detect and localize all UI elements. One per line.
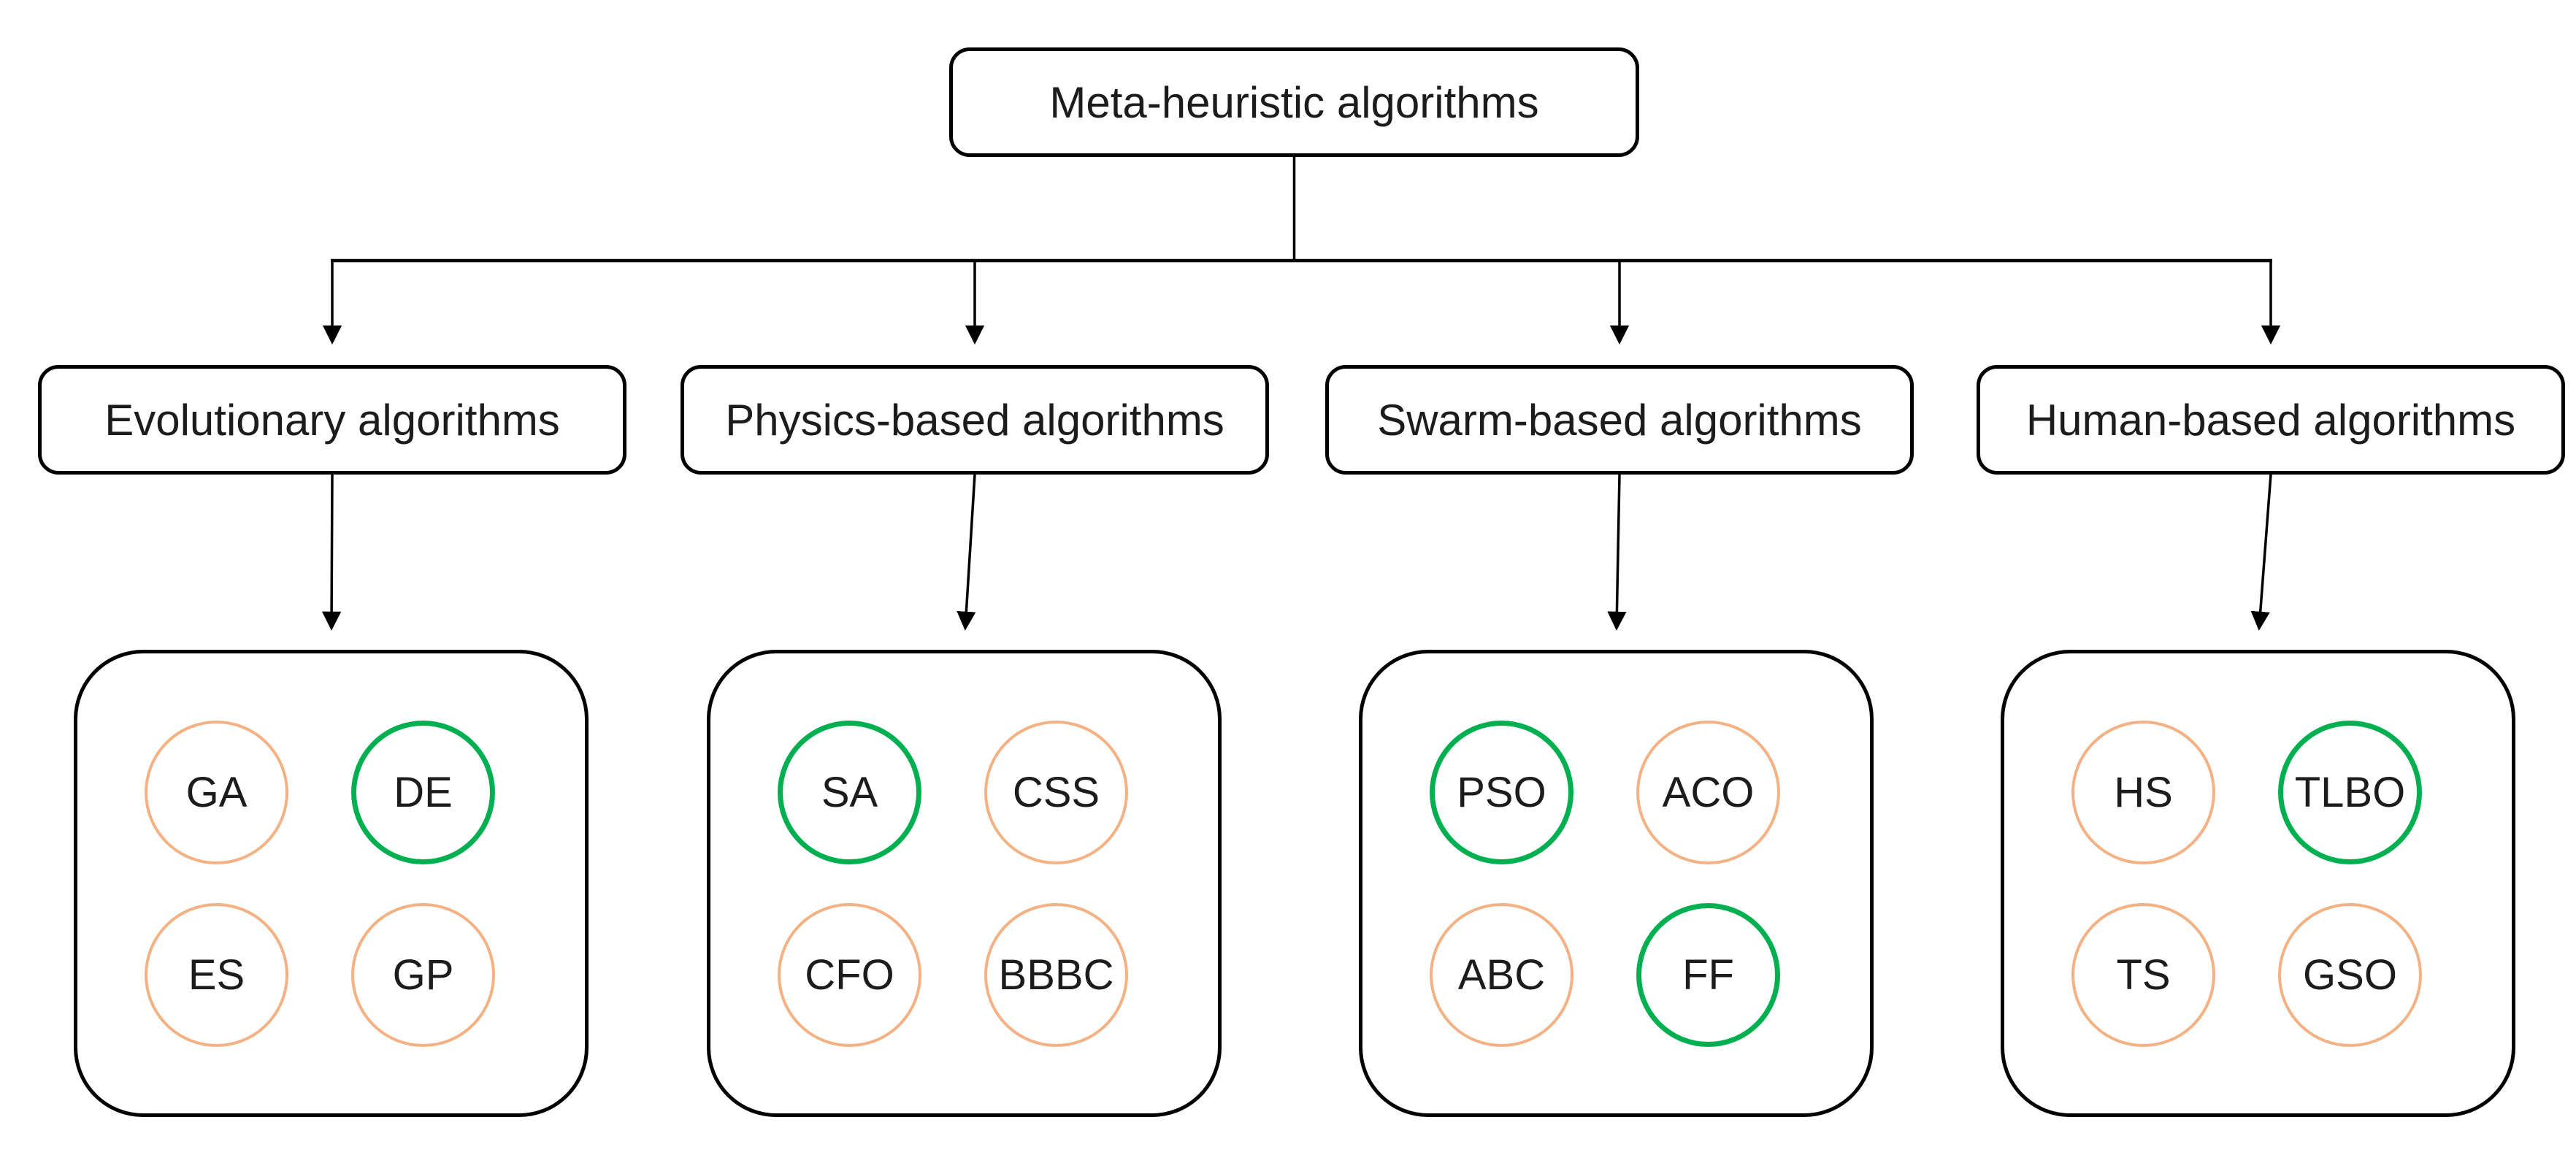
algo-circle-ga: GA xyxy=(145,721,288,864)
algo-circle-cfo: CFO xyxy=(778,903,921,1047)
algo-circle-es: ES xyxy=(145,903,288,1047)
algo-circle-bbbc: BBBC xyxy=(984,903,1128,1047)
algo-circle-hs: HS xyxy=(2071,721,2215,864)
arrow-evolutionary-to-group xyxy=(321,474,342,631)
algo-circle-gso: GSO xyxy=(2278,903,2422,1047)
arrow-swarm-to-group xyxy=(1607,474,1627,631)
group-container-swarm xyxy=(1359,650,1874,1117)
group-container-human xyxy=(2001,650,2515,1117)
category-node-swarm: Swarm-based algorithms xyxy=(1325,365,1914,475)
group-container-evolutionary xyxy=(74,650,589,1117)
algo-circle-tlbo: TLBO xyxy=(2278,721,2422,864)
algo-circle-gp: GP xyxy=(351,903,495,1047)
category-node-physics: Physics-based algorithms xyxy=(681,365,1269,475)
root-node-meta-heuristic: Meta-heuristic algorithms xyxy=(949,47,1639,157)
arrow-physics-to-group xyxy=(957,474,976,631)
algo-circle-ff: FF xyxy=(1636,903,1780,1047)
algo-circle-sa: SA xyxy=(778,721,921,864)
algo-circle-aco: ACO xyxy=(1636,721,1780,864)
algo-circle-pso: PSO xyxy=(1430,721,1573,864)
group-container-physics xyxy=(707,650,1222,1117)
algo-circle-ts: TS xyxy=(2071,903,2215,1047)
arrow-human-to-group xyxy=(2250,474,2272,631)
algo-circle-abc: ABC xyxy=(1430,903,1573,1047)
algo-circle-css: CSS xyxy=(984,721,1128,864)
algo-circle-de: DE xyxy=(351,721,495,864)
category-node-human: Human-based algorithms xyxy=(1977,365,2565,475)
category-node-evolutionary: Evolutionary algorithms xyxy=(38,365,626,475)
